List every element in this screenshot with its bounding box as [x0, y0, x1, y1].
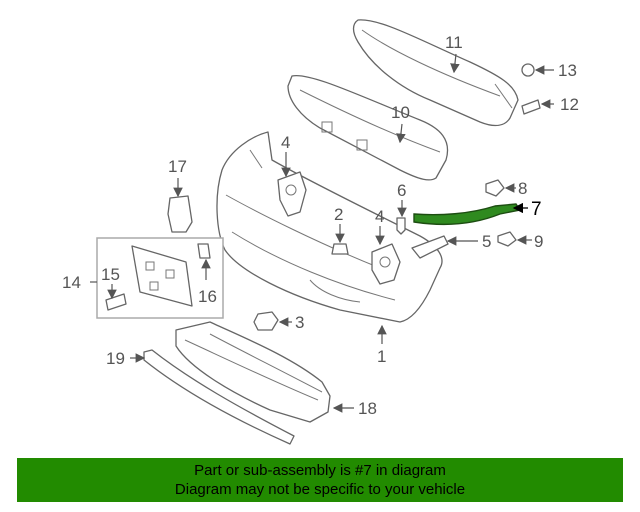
callout-19: 19	[106, 349, 125, 368]
callout-13: 13	[558, 61, 577, 80]
callout-8: 8	[518, 179, 527, 198]
callout-6: 6	[397, 181, 406, 200]
callout-9: 9	[534, 232, 543, 251]
part-2-nut	[331, 243, 349, 255]
leader-lines	[90, 53, 554, 413]
callout-16: 16	[198, 287, 217, 306]
part-10-absorber	[287, 74, 449, 181]
part-13-nut	[521, 63, 535, 77]
callout-18: 18	[358, 399, 377, 418]
callout-11: 11	[445, 33, 463, 52]
callout-15: 15	[101, 265, 120, 284]
part-7-highlighted	[413, 203, 522, 226]
callout-12: 12	[560, 95, 579, 114]
callout-4-left: 4	[281, 133, 290, 152]
part-17-bracket	[167, 195, 193, 233]
banner-line-1: Part or sub-assembly is #7 in diagram	[194, 462, 446, 479]
callout-14: 14	[62, 273, 81, 292]
part-4-bracket-right	[371, 243, 401, 285]
banner-line-2: Diagram may not be specific to your vehi…	[174, 481, 466, 498]
part-12-screw	[521, 99, 541, 115]
info-banner: Part or sub-assembly is #7 in diagram Di…	[17, 458, 623, 502]
part-8-clip	[485, 179, 505, 197]
part-11-absorber-upper	[352, 19, 519, 127]
part-19-lower-strip	[143, 349, 295, 445]
part-3-clip	[253, 311, 279, 331]
callout-1: 1	[377, 347, 386, 366]
callout-3: 3	[295, 313, 304, 332]
callout-5: 5	[482, 232, 491, 251]
callout-17: 17	[168, 157, 187, 176]
part-9-clip	[497, 231, 517, 247]
callout-4-right: 4	[375, 207, 384, 226]
part-18-lower-shield	[175, 321, 331, 423]
callout-7: 7	[531, 199, 542, 220]
parts-diagram: 11 13 12 10 4 17 8 6 7 2 4 5 9 14 15 16 …	[62, 19, 579, 445]
part-6-bolt	[396, 217, 406, 235]
part-4-bracket-left	[277, 171, 307, 217]
callout-2: 2	[334, 205, 343, 224]
part-14-license-bracket-box	[96, 237, 224, 319]
callout-10: 10	[391, 103, 410, 122]
